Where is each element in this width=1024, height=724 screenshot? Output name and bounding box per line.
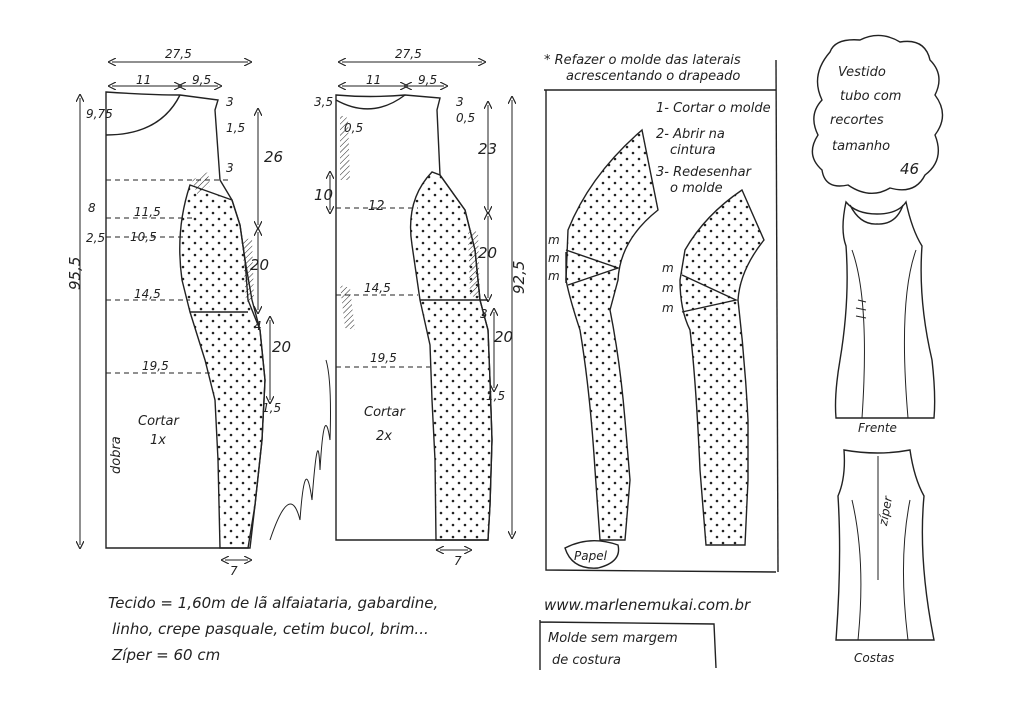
- back-hem-width: 7: [454, 554, 462, 568]
- side-step3a: 3- Redesenhar: [656, 165, 753, 180]
- side-note-line2: acrescentando o drapeado: [566, 69, 740, 84]
- back-top-width: 27,5: [395, 47, 422, 61]
- website: www.marlenemukai.com.br: [544, 596, 751, 614]
- back-small-2: 1,5: [486, 389, 505, 403]
- back-dress-label: Costas: [854, 651, 894, 665]
- title-size: 46: [900, 160, 919, 178]
- back-length-upper: 23: [478, 140, 497, 158]
- back-width-hip: 19,5: [370, 351, 397, 365]
- front-bust-length: 26: [264, 148, 283, 166]
- title-line3: recortes: [830, 113, 884, 128]
- side-fold-mark-2: m: [548, 251, 560, 265]
- back-hip-section: 20: [494, 328, 513, 346]
- back-cut-count: 2x: [376, 429, 392, 444]
- side-note-line1: * Refazer o molde das laterais: [544, 53, 741, 68]
- back-width-bust: 12: [368, 199, 385, 214]
- front-fold-label: dobra: [109, 436, 124, 474]
- back-shoulder-drop: 3: [456, 95, 464, 109]
- front-width-hip: 19,5: [142, 359, 169, 373]
- front-dress-label: Frente: [858, 421, 897, 435]
- side-fold-mark-6: m: [662, 301, 674, 315]
- side-fold-mark-4: m: [662, 261, 674, 275]
- fabric-line2: linho, crepe pasquale, cetim bucol, brim…: [112, 620, 429, 638]
- back-small-1: 3: [480, 307, 488, 321]
- note-line1: Molde sem margem: [548, 631, 678, 646]
- back-width-waist: 14,5: [364, 281, 391, 295]
- back-cut-label: Cortar: [364, 405, 406, 420]
- front-hem-width: 7: [230, 564, 238, 578]
- side-step3b: o molde: [670, 181, 723, 196]
- front-width-under-bust: 10,5: [130, 230, 157, 244]
- side-panel-redrawn: [679, 188, 765, 546]
- side-panels-box: * Refazer o molde das laterais acrescent…: [544, 53, 779, 573]
- back-neck-small: 0,5: [344, 121, 363, 135]
- front-waist-section: 20: [250, 256, 269, 274]
- front-armhole-gap: 1,5: [226, 121, 245, 135]
- fabric-line1: Tecido = 1,60m de lã alfaiataria, gabard…: [108, 594, 438, 612]
- front-neck-depth: 9,75: [86, 107, 113, 121]
- back-neck-width: 11: [366, 73, 381, 87]
- front-waist-offset: 8: [88, 201, 96, 215]
- front-pattern: 27,5 11 9,5 9,75 3 1,5 3 26 8 2,5 11,5 1…: [66, 47, 291, 578]
- front-shoulder-drop: 3: [226, 95, 234, 109]
- dress-back-sketch: zíper Costas: [835, 449, 935, 665]
- back-side-panel: [409, 171, 493, 541]
- front-cut-label: Cortar: [138, 414, 180, 429]
- zipper-line: Zíper = 60 cm: [111, 646, 220, 664]
- front-small-1: 4: [254, 319, 262, 333]
- note-line2: de costura: [552, 653, 621, 668]
- back-neck-depth: 3,5: [314, 95, 333, 109]
- signature-mark: [269, 359, 331, 541]
- side-panel-cut: [565, 128, 659, 541]
- title-line1: Vestido: [838, 65, 886, 80]
- back-shoulder-width: 9,5: [418, 73, 437, 87]
- front-cut-count: 1x: [150, 433, 166, 448]
- back-armhole-gap: 0,5: [456, 111, 475, 125]
- side-fold-mark: m: [548, 233, 560, 247]
- side-fold-mark-3: m: [548, 269, 560, 283]
- back-dart-length: 10: [314, 186, 333, 204]
- side-step2b: cintura: [670, 143, 716, 158]
- front-armhole-top: 3: [226, 161, 234, 175]
- front-hip-offset: 2,5: [86, 231, 105, 245]
- paper-label: Papel: [574, 549, 608, 563]
- front-width-waist: 14,5: [134, 287, 161, 301]
- zipper-label: zíper: [876, 494, 895, 528]
- title-line4: tamanho: [832, 139, 890, 154]
- back-total-length: 92,5: [510, 261, 528, 294]
- front-shoulder-width: 9,5: [192, 73, 211, 87]
- dress-front-sketch: Frente: [834, 200, 936, 435]
- title-line2: tubo com: [840, 89, 901, 104]
- front-top-width: 27,5: [165, 47, 192, 61]
- back-waist-section: 20: [478, 244, 497, 262]
- side-step2a: 2- Abrir na: [656, 127, 725, 142]
- back-pattern: 27,5 11 9,5 3,5 0,5 3 0,5 23 10 12 14,5 …: [314, 47, 528, 568]
- front-width-bust: 11,5: [134, 205, 161, 219]
- side-fold-mark-5: m: [662, 281, 674, 295]
- front-small-2: 1,5: [262, 401, 281, 415]
- title-cloud: Vestido tubo com recortes tamanho 46: [811, 34, 944, 194]
- footer: Tecido = 1,60m de lã alfaiataria, gabard…: [108, 594, 751, 670]
- front-side-panel: [179, 184, 266, 549]
- front-hip-section: 20: [272, 338, 291, 356]
- side-step1: 1- Cortar o molde: [656, 101, 771, 116]
- front-total-length: 95,5: [66, 257, 84, 290]
- front-neck-width: 11: [136, 73, 151, 87]
